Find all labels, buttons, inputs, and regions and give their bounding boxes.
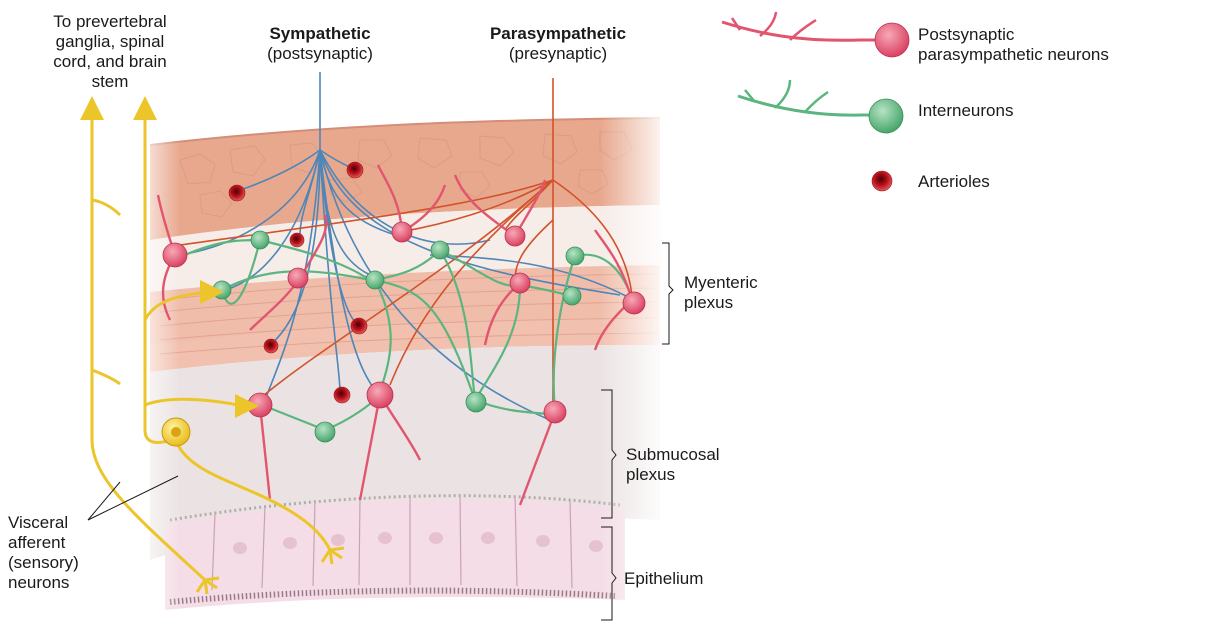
legend-interneurons: Interneurons [918,101,1013,121]
top-left-label: To prevertebral ganglia, spinal cord, an… [20,12,200,92]
pink-neuron-7 [248,393,272,417]
legend-postsynaptic-line1: Postsynaptic [918,25,1109,45]
tissue-layers [130,110,670,620]
parasympathetic-label: Parasympathetic (presynaptic) [468,24,648,64]
arteriole-1 [229,185,245,201]
top-left-line1: To prevertebral [20,12,200,32]
submucosal-line1: Submucosal [626,445,720,465]
epithelium-label: Epithelium [624,569,703,589]
top-left-line2: ganglia, spinal [20,32,200,52]
top-left-line3: cord, and brain [20,52,200,72]
pink-neuron-1 [163,243,187,267]
green-neuron-6 [563,287,581,305]
afferent-line4: neurons [8,573,79,593]
sympathetic-subtitle: (postsynaptic) [250,44,390,64]
green-neuron-1 [251,231,269,249]
submucosal-line2: plexus [626,465,720,485]
afferent-line3: (sensory) [8,553,79,573]
myenteric-line2: plexus [684,293,758,313]
myenteric-label: Myenteric plexus [684,273,758,313]
red-arteriole-icon [872,171,892,191]
legend-postsynaptic: Postsynaptic parasympathetic neurons [918,25,1109,65]
pink-neuron-6 [623,292,645,314]
green-neuron-7 [315,422,335,442]
arteriole-6 [334,387,350,403]
arteriole-5 [351,318,367,334]
myenteric-line1: Myenteric [684,273,758,293]
pink-neuron-9 [544,401,566,423]
green-neuron-3 [366,271,384,289]
sensory-nucleus [171,427,181,437]
green-neuron-8 [466,392,486,412]
pink-neuron-8 [367,382,393,408]
submucosal-label: Submucosal plexus [626,445,720,485]
green-neuron-icon [738,80,903,133]
pink-neuron-4 [505,226,525,246]
sympathetic-title: Sympathetic [250,24,390,44]
arteriole-2 [347,162,363,178]
legend-postsynaptic-line2: parasympathetic neurons [918,45,1109,65]
afferent-line1: Visceral [8,513,79,533]
pink-neuron-icon [722,12,909,57]
arteriole-3 [290,233,304,247]
legend-arterioles: Arterioles [918,172,990,192]
top-left-line4: stem [20,72,200,92]
sympathetic-label: Sympathetic (postsynaptic) [250,24,390,64]
pink-neuron-2 [288,268,308,288]
pink-neuron-3 [392,222,412,242]
afferent-label: Visceral afferent (sensory) neurons [8,513,79,593]
green-neuron-5 [566,247,584,265]
arteriole-4 [264,339,278,353]
green-neuron-4 [431,241,449,259]
afferent-line2: afferent [8,533,79,553]
parasympathetic-subtitle: (presynaptic) [468,44,648,64]
pink-neuron-5 [510,273,530,293]
green-neuron-2 [213,281,231,299]
parasympathetic-title: Parasympathetic [468,24,648,44]
